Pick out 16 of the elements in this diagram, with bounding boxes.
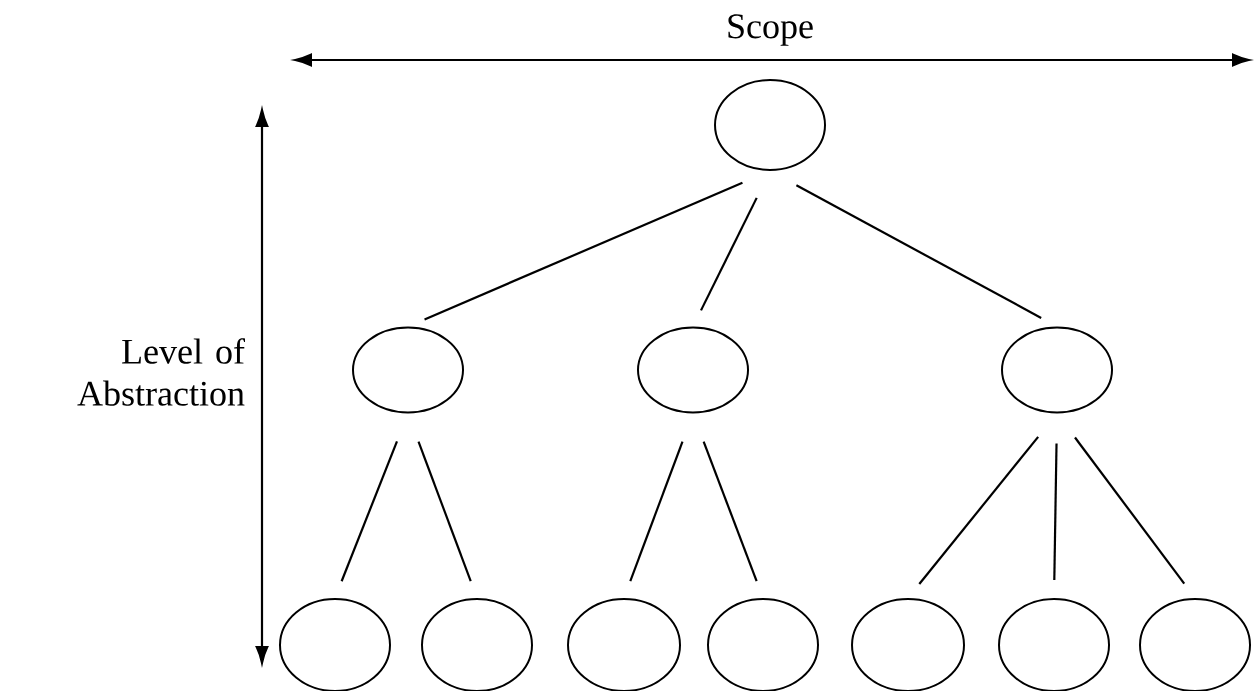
connector-line	[700, 197, 758, 311]
ellipse	[352, 326, 464, 414]
ellipse	[1001, 326, 1113, 414]
connector-line	[918, 436, 1039, 585]
connector-line	[629, 441, 684, 582]
connector-line	[1074, 436, 1186, 585]
connector-line	[795, 184, 1042, 319]
connector-line	[702, 441, 758, 582]
connector-line	[417, 441, 472, 582]
ellipse	[637, 326, 749, 414]
ellipse	[714, 79, 826, 171]
connector-line	[340, 441, 398, 582]
connector-line	[1053, 443, 1058, 580]
connector-line	[424, 181, 743, 321]
axis-label: Scope	[728, 14, 813, 46]
axis-label: Level of Abstraction	[77, 338, 245, 406]
